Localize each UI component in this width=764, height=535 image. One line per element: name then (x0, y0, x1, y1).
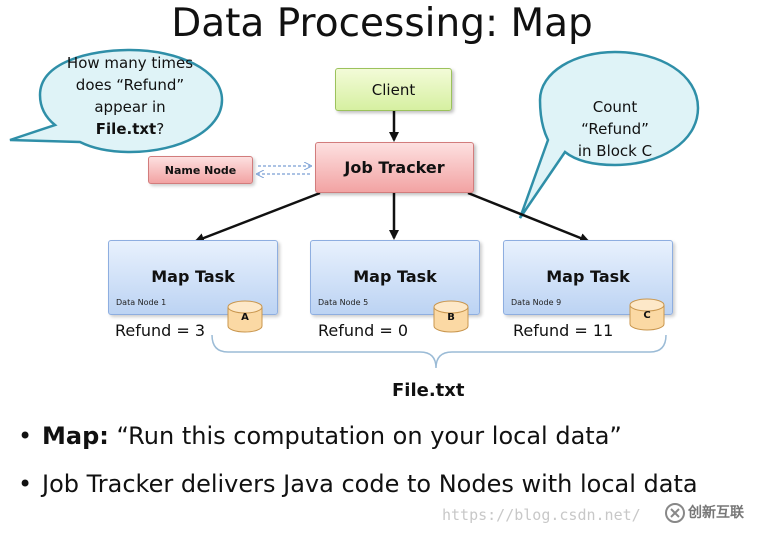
callout-left-filename: File.txt (95, 120, 157, 138)
data-block-letter-b: B (447, 312, 455, 323)
watermark-url: https://blog.csdn.net/ (442, 506, 641, 524)
bullet-dot-1: • (18, 422, 33, 450)
data-block-letter-a: A (241, 312, 249, 323)
callout-right-bubble (518, 50, 700, 219)
map-task-label-1: Map Task (151, 267, 235, 286)
bullet-item-1: • Map: “Run this computation on your loca… (18, 422, 622, 450)
client-label: Client (371, 80, 416, 99)
callout-left-text: How many times does “Refund” appear in F… (55, 52, 205, 140)
name-node-box: Name Node (148, 156, 253, 184)
callout-right-line1: Count (592, 98, 638, 116)
file-label: File.txt (392, 380, 465, 401)
callout-right-line2: “Refund” (581, 120, 649, 138)
callout-right-line3: in Block C (577, 142, 653, 160)
data-node-label-1: Data Node 1 (116, 298, 167, 307)
bullet-dot-2: • (18, 470, 33, 498)
callout-right-text: Count “Refund” in Block C (550, 96, 680, 162)
bullet-1-text: “Run this computation on your local data… (108, 422, 622, 450)
arrow-jobtracker-to-map3 (467, 191, 590, 243)
callout-left-line2: does “Refund” (75, 76, 185, 94)
job-tracker-label: Job Tracker (344, 158, 445, 177)
data-block-cylinder-icon-c (629, 298, 665, 331)
data-node-label-3: Data Node 9 (511, 298, 562, 307)
map-task-label-2: Map Task (353, 267, 437, 286)
data-node-label-2: Data Node 5 (318, 298, 369, 307)
refund-result-3: Refund = 11 (513, 321, 614, 340)
bullet-1-bold: Map: (42, 422, 109, 450)
refund-result-2: Refund = 0 (318, 321, 409, 340)
arrow-jobtracker-to-map1 (194, 191, 321, 243)
map-task-box-3: Map Task Data Node 9 (503, 240, 673, 315)
data-block-cylinder-icon-a (227, 300, 263, 333)
brand-logo-text: 创新互联 (688, 505, 744, 521)
name-node-label: Name Node (164, 163, 237, 177)
file-brace (211, 334, 667, 369)
callout-left-question-mark: ? (156, 120, 165, 138)
client-box: Client (335, 68, 452, 111)
callout-left-line3: appear in (94, 98, 166, 116)
refund-result-1: Refund = 3 (115, 321, 206, 340)
map-task-label-3: Map Task (546, 267, 630, 286)
brand-logo-icon (665, 503, 685, 523)
job-tracker-box: Job Tracker (315, 142, 474, 193)
page-title: Data Processing: Map (171, 1, 593, 46)
callout-left-line4: File.txt? (55, 118, 205, 140)
data-block-cylinder-icon-b (433, 300, 469, 333)
data-block-letter-c: C (643, 310, 651, 321)
bullet-item-2: • Job Tracker delivers Java code to Nodes… (18, 470, 698, 498)
bullet-2-text: Job Tracker delivers Java code to Nodes … (42, 470, 698, 498)
callout-left-line1: How many times (66, 54, 194, 72)
callout-left-bubble (9, 48, 224, 154)
